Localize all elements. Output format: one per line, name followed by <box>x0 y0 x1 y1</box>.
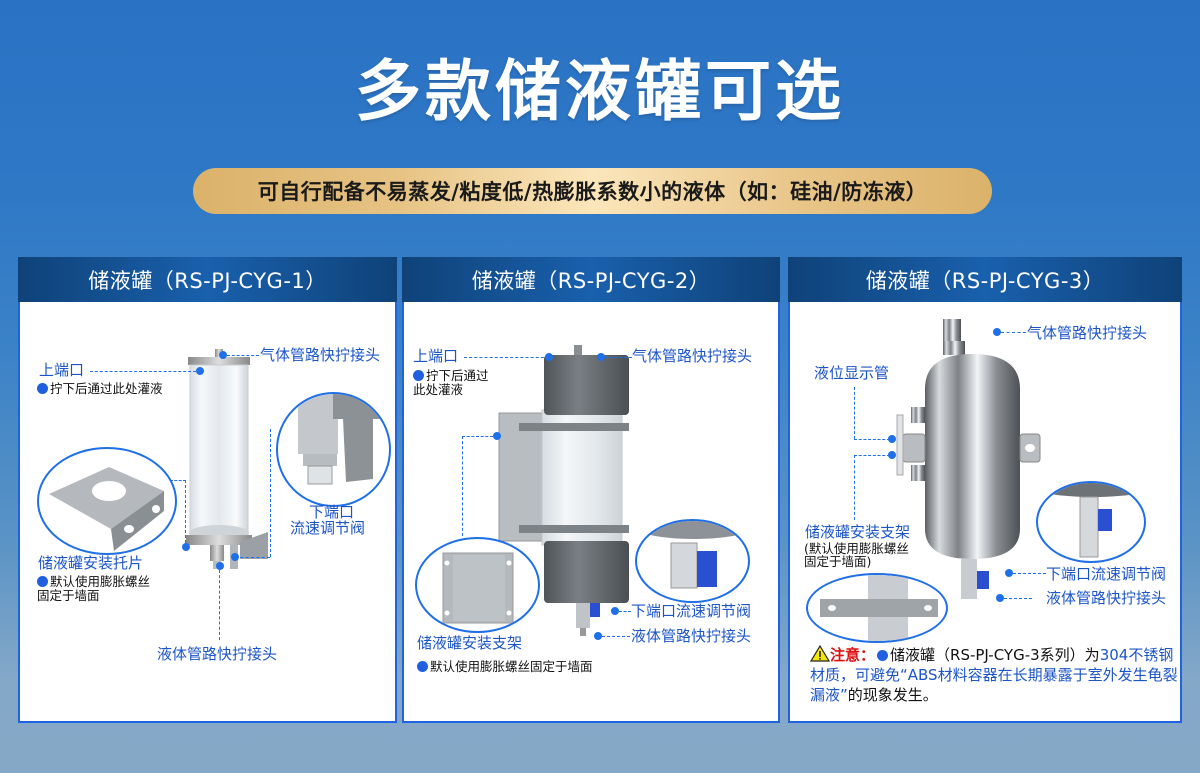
warning-note: 注意： 储液罐（RS-PJ-CYG-3系列）为304不锈钢材质，可避免“ABS材料… <box>809 644 1180 705</box>
top-port-label: 上端口 <box>413 347 459 365</box>
bottom-port-zoom-circle <box>276 392 391 507</box>
leader-line <box>185 480 186 548</box>
bracket-note: (默认使用膨胀螺丝 固定于墙面) <box>804 541 909 569</box>
level-tube-label: 液位显示管 <box>814 364 890 382</box>
leader-line <box>219 570 220 640</box>
product-card-cyg-3: 储液罐（RS-PJ-CYG-3） 气体管路快拧接头 液位显示管 储液罐安装支架 … <box>788 257 1182 723</box>
bottom-valve-label: 下端口流速调节阀 <box>631 602 752 620</box>
tank-cyg2-image <box>498 345 629 636</box>
bullet-icon <box>37 383 48 394</box>
leader-line <box>602 636 630 637</box>
marker-dot <box>231 553 239 561</box>
bullet-icon <box>37 576 48 587</box>
marker-dot <box>993 328 1001 336</box>
top-port-note: 拧下后通过 此处灌液 <box>413 368 489 397</box>
leader-line <box>854 439 890 440</box>
leader-line <box>90 371 196 372</box>
card-title: 储液罐（RS-PJ-CYG-3） <box>865 268 1105 293</box>
valve-zoom-circle <box>635 519 750 603</box>
page-title: 多款储液罐可选 <box>355 53 845 130</box>
bullet-icon <box>877 650 889 661</box>
marker-dot <box>996 594 1004 602</box>
valve-closeup-image <box>298 394 389 485</box>
leader-line <box>464 357 549 358</box>
leader-line <box>1013 573 1046 574</box>
valve-zoom-circle <box>1036 481 1146 563</box>
warning-label: 注意： <box>830 646 876 664</box>
warning-triangle-icon <box>809 644 831 662</box>
leader-line <box>854 387 855 439</box>
bracket-zoom-circle <box>806 573 948 643</box>
marker-dot <box>545 353 553 361</box>
marker-dot <box>196 367 204 375</box>
tank-cyg3-image <box>896 319 1041 599</box>
marker-dot <box>611 607 619 615</box>
card-header: 储液罐（RS-PJ-CYG-2） <box>402 257 780 302</box>
leader-line <box>170 480 186 481</box>
gas-fitting-label: 气体管路快拧接头 <box>260 346 381 364</box>
card-title: 储液罐（RS-PJ-CYG-2） <box>471 268 711 293</box>
marker-dot <box>888 435 896 443</box>
subtitle-text: 可自行配备不易蒸发/粘度低/热膨胀系数小的液体（如：硅油/防冻液） <box>257 180 928 204</box>
bracket-label: 储液罐安装支架 <box>805 523 911 541</box>
leader-line <box>1004 598 1032 599</box>
bracket-note: 默认使用膨胀螺丝 固定于墙面 <box>37 574 151 603</box>
leader-line <box>462 436 493 437</box>
bullet-icon <box>417 661 428 672</box>
card-header: 储液罐（RS-PJ-CYG-1） <box>18 257 397 302</box>
leader-line <box>1001 332 1026 333</box>
leader-line <box>270 429 271 557</box>
product-card-cyg-2: 储液罐（RS-PJ-CYG-2） 上端口 气体管路快拧接头 拧下后通过 此处灌液 <box>402 257 780 723</box>
warning-text-1: 储液罐（RS-PJ-CYG-3系列）为 <box>890 646 1100 664</box>
marker-dot <box>1005 569 1013 577</box>
liquid-fitting-label: 液体管路快拧接头 <box>631 627 752 645</box>
bracket-note: 默认使用膨胀螺丝固定于墙面 <box>417 660 593 674</box>
marker-dot <box>597 353 605 361</box>
top-port-label: 上端口 <box>39 361 85 379</box>
leader-line <box>605 357 632 358</box>
warning-text-3: 的现象发生。 <box>847 686 938 704</box>
leader-line <box>854 455 890 456</box>
bracket-label: 储液罐安装托片 <box>38 554 144 572</box>
marker-dot <box>493 432 501 440</box>
bracket-strap-image <box>820 575 938 641</box>
bottom-valve-label: 下端口流速调节阀 <box>1046 565 1167 583</box>
liquid-fitting-label: 液体管路快拧接头 <box>1046 589 1167 607</box>
marker-dot <box>182 543 190 551</box>
bottom-port-label-2: 流速调节阀 <box>290 519 366 537</box>
product-card-cyg-1: 储液罐（RS-PJ-CYG-1） 气体管路快拧接头 上端口 拧下后通过此处灌液 <box>18 257 397 723</box>
leader-line <box>235 557 270 558</box>
marker-dot <box>216 562 224 570</box>
gas-fitting-label: 气体管路快拧接头 <box>1027 324 1148 342</box>
bracket-plate-image <box>49 467 164 551</box>
subtitle-banner: 可自行配备不易蒸发/粘度低/热膨胀系数小的液体（如：硅油/防冻液） <box>193 168 992 214</box>
valve-closeup-image <box>637 521 748 589</box>
marker-dot <box>594 632 602 640</box>
leader-line <box>227 355 259 356</box>
valve-closeup-image <box>1038 483 1144 558</box>
leader-line <box>854 455 855 520</box>
bracket-zoom-circle <box>415 537 540 633</box>
bracket-plate-image <box>442 552 514 624</box>
marker-dot <box>219 351 227 359</box>
top-port-note: 拧下后通过此处灌液 <box>37 382 163 396</box>
bracket-label: 储液罐安装支架 <box>417 634 523 652</box>
leader-line <box>619 611 631 612</box>
bullet-icon <box>413 370 424 381</box>
gas-fitting-label: 气体管路快拧接头 <box>632 347 753 365</box>
leader-line <box>462 436 463 536</box>
card-header: 储液罐（RS-PJ-CYG-3） <box>788 257 1182 302</box>
card-title: 储液罐（RS-PJ-CYG-1） <box>88 268 327 293</box>
bracket-zoom-circle <box>37 447 177 555</box>
warning-text-2: 304不锈钢材质，可避免“ABS材料容器在长期暴露于室外发生龟裂漏液” <box>810 646 1178 704</box>
bottom-port-label-1: 下端口 <box>309 503 355 521</box>
liquid-fitting-label: 液体管路快拧接头 <box>157 645 278 663</box>
marker-dot <box>888 451 896 459</box>
